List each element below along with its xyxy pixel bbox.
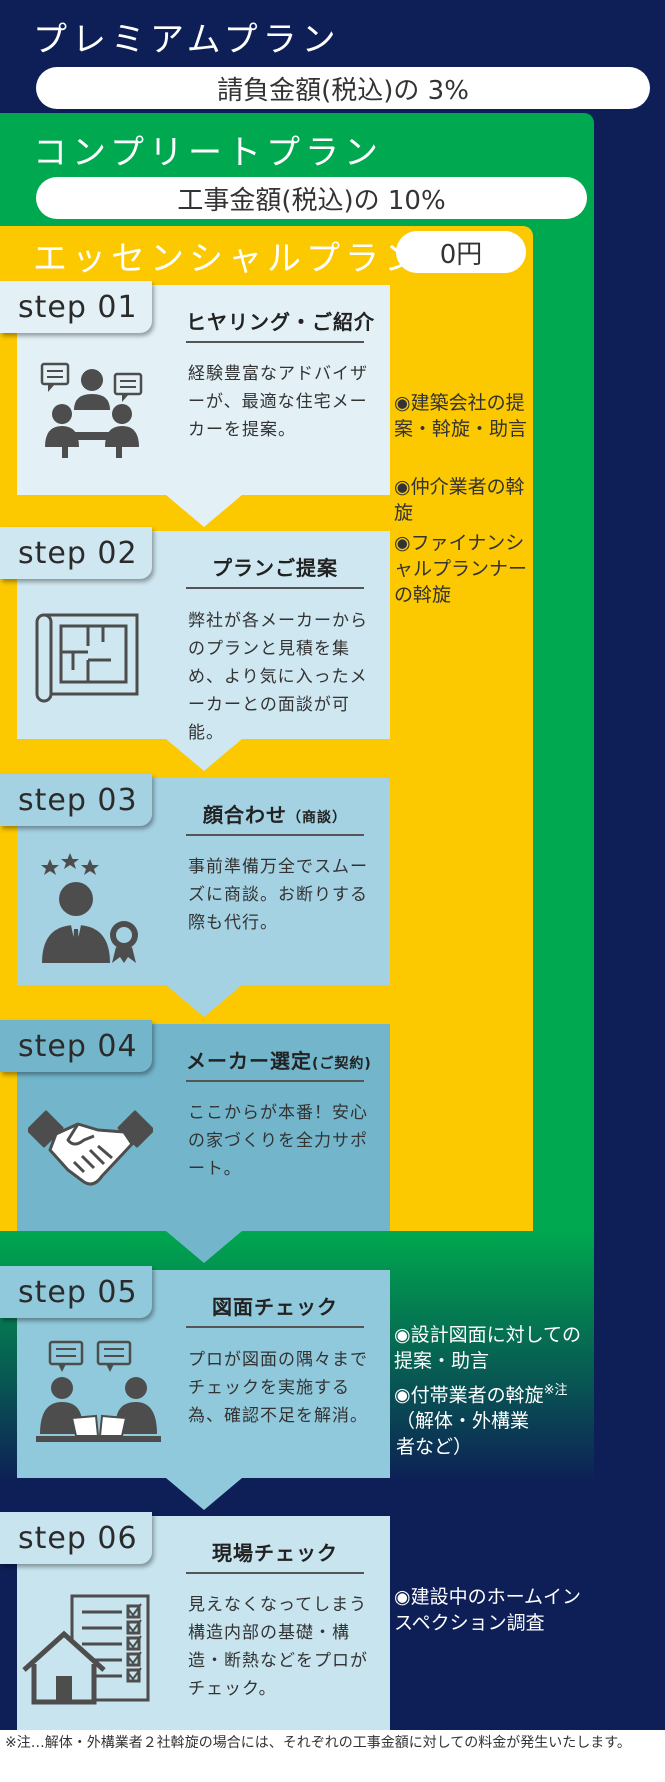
step-02-description: 弊社が各メーカーからのプランと見積を集め、より気に入ったメーカーとの面談が可能。 (188, 611, 368, 743)
complete-service-item: ◉付帯業者の斡旋※注 （解体・外構業者など） (394, 1378, 594, 1460)
complete-service-text: 設計図面に対しての提案・助言 (394, 1324, 582, 1372)
step-01-arrow (166, 495, 242, 527)
step-04-label: step 04 (0, 1020, 152, 1072)
step-03-title: 顔合わせ（商談） (186, 799, 364, 836)
essential-plan-price: 0円 (396, 231, 526, 273)
essential-service-item: ◉仲介業者の斡旋 (394, 474, 529, 530)
step-02-title: プランご提案 (186, 552, 364, 589)
step-03-title-main: 顔合わせ (203, 803, 287, 827)
step-04-title-note: (ご契約) (312, 1056, 372, 1072)
bullet-icon: ◉ (394, 1324, 411, 1346)
bullet-icon: ◉ (394, 1586, 411, 1608)
complete-service-item: ◉設計図面に対しての提案・助言 (394, 1322, 594, 1378)
step-06-description: 見えなくなってしまう構造内部の基礎・構造・断熱などをプロがチェック。 (188, 1595, 368, 1699)
complete-plan-title: コンプリートプラン (33, 133, 383, 173)
bullet-icon: ◉ (394, 392, 411, 414)
step-03-label: step 03 (0, 774, 152, 826)
note-mark: ※注 (543, 1383, 568, 1398)
consultation-icon (36, 1340, 161, 1442)
step-04-arrow (166, 1231, 242, 1263)
step-05-description: プロが図面の隅々までチェックを実施する為、確認不足を解消。 (188, 1350, 368, 1426)
step-05-title: 図面チェック (186, 1291, 364, 1328)
step-03-arrow (166, 985, 242, 1017)
house-checklist-icon (22, 1594, 150, 1705)
step-05-label: step 05 (0, 1266, 152, 1318)
meeting-icon (40, 362, 143, 458)
step-06-title: 現場チェック (186, 1537, 364, 1574)
complete-service-subtext: （解体・外構業者など） (396, 1410, 530, 1459)
footnote: ※注…解体・外構業者２社斡旋の場合には、それぞれの工事金額に対しての料金が発生い… (5, 1735, 631, 1751)
step-03-title-note: （商談） (287, 810, 347, 826)
complete-plan-price: 工事金額(税込)の 10% (36, 177, 587, 219)
floor-plan-icon (35, 613, 139, 703)
essential-plan-title: エッセンシャルプラン (33, 239, 423, 279)
essential-service-text: ファイナンシャルプランナーの斡旋 (394, 532, 528, 606)
step-02-arrow (166, 739, 242, 771)
businessman-award-icon (41, 853, 138, 963)
essential-service-item: ◉ファイナンシャルプランナーの斡旋 (394, 530, 529, 608)
bullet-icon: ◉ (394, 532, 411, 554)
complete-service-text: 付帯業者の斡旋 (410, 1384, 544, 1407)
complete-services-list: ◉設計図面に対しての提案・助言 ◉付帯業者の斡旋※注 （解体・外構業者など） (394, 1322, 594, 1460)
bullet-icon: ◉ (394, 476, 411, 498)
step-01-description: 経験豊富なアドバイザーが、最適な住宅メーカーを提案。 (188, 364, 368, 440)
premium-service-text: 建設中のホームインスペクション調査 (394, 1586, 582, 1634)
bullet-icon: ◉ (394, 1384, 411, 1407)
essential-services-list: ◉建築会社の提案・斡旋・助言 ◉仲介業者の斡旋 ◉ファイナンシャルプランナーの斡… (394, 390, 529, 608)
step-03-description: 事前準備万全でスムーズに商談。お断りする際も代行。 (188, 857, 368, 933)
step-01-title: ヒヤリング・ご紹介 (186, 306, 374, 343)
premium-services-list: ◉建設中のホームインスペクション調査 (394, 1584, 594, 1636)
premium-plan-price: 請負金額(税込)の 3% (36, 67, 650, 109)
step-02-label: step 02 (0, 527, 152, 579)
premium-service-item: ◉建設中のホームインスペクション調査 (394, 1584, 594, 1636)
step-01-label: step 01 (0, 281, 152, 333)
step-05-arrow (166, 1478, 242, 1510)
essential-service-text: 建築会社の提案・斡旋・助言 (394, 392, 528, 440)
step-04-title: メーカー選定(ご契約) (186, 1045, 371, 1082)
step-06-label: step 06 (0, 1512, 152, 1564)
step-04-title-main: メーカー選定 (186, 1049, 312, 1073)
premium-plan-title: プレミアムプラン (33, 20, 341, 60)
step-04-description: ここからが本番！安心の家づくりを全力サポート。 (188, 1103, 368, 1179)
handshake-icon (28, 1110, 153, 1186)
essential-service-item: ◉建築会社の提案・斡旋・助言 (394, 390, 529, 474)
essential-service-text: 仲介業者の斡旋 (394, 476, 525, 524)
